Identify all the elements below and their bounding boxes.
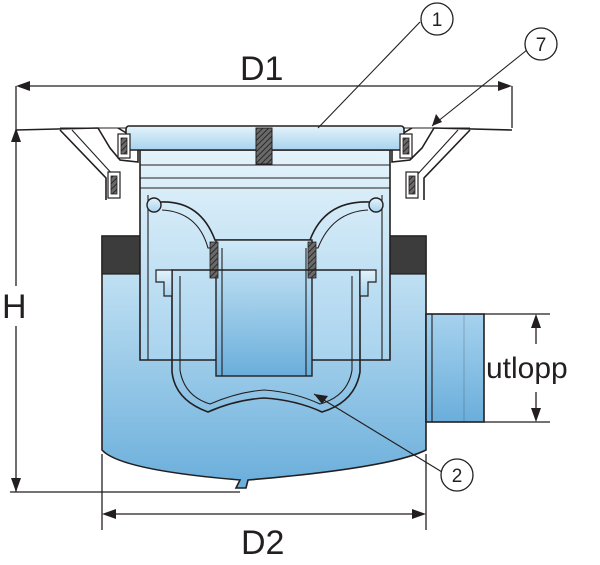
top-flange	[15, 125, 513, 200]
water-trap	[146, 197, 384, 413]
outlet-label: utlopp	[486, 352, 568, 385]
callout-1: 1	[317, 2, 454, 129]
dimension-d2: D2	[101, 454, 427, 562]
right-clip	[399, 133, 419, 199]
left-clip	[107, 133, 131, 199]
center-screw	[255, 127, 273, 165]
standpipe	[215, 239, 313, 377]
callout-1-label: 1	[432, 10, 443, 31]
dimension-h: H	[0, 128, 240, 493]
left-gasket	[101, 235, 143, 275]
h-label: H	[2, 288, 27, 326]
d2-label: D2	[241, 524, 284, 562]
callout-7-label: 7	[536, 35, 547, 56]
d1-label: D1	[240, 50, 283, 88]
callout-2: 2	[313, 393, 474, 492]
callout-7: 7	[431, 27, 558, 127]
dimension-d1: D1	[15, 48, 513, 128]
callout-2-label: 2	[452, 466, 463, 487]
right-gasket	[387, 235, 427, 275]
dimension-outlet: utlopp	[484, 313, 568, 423]
outlet-pipe	[425, 313, 485, 423]
